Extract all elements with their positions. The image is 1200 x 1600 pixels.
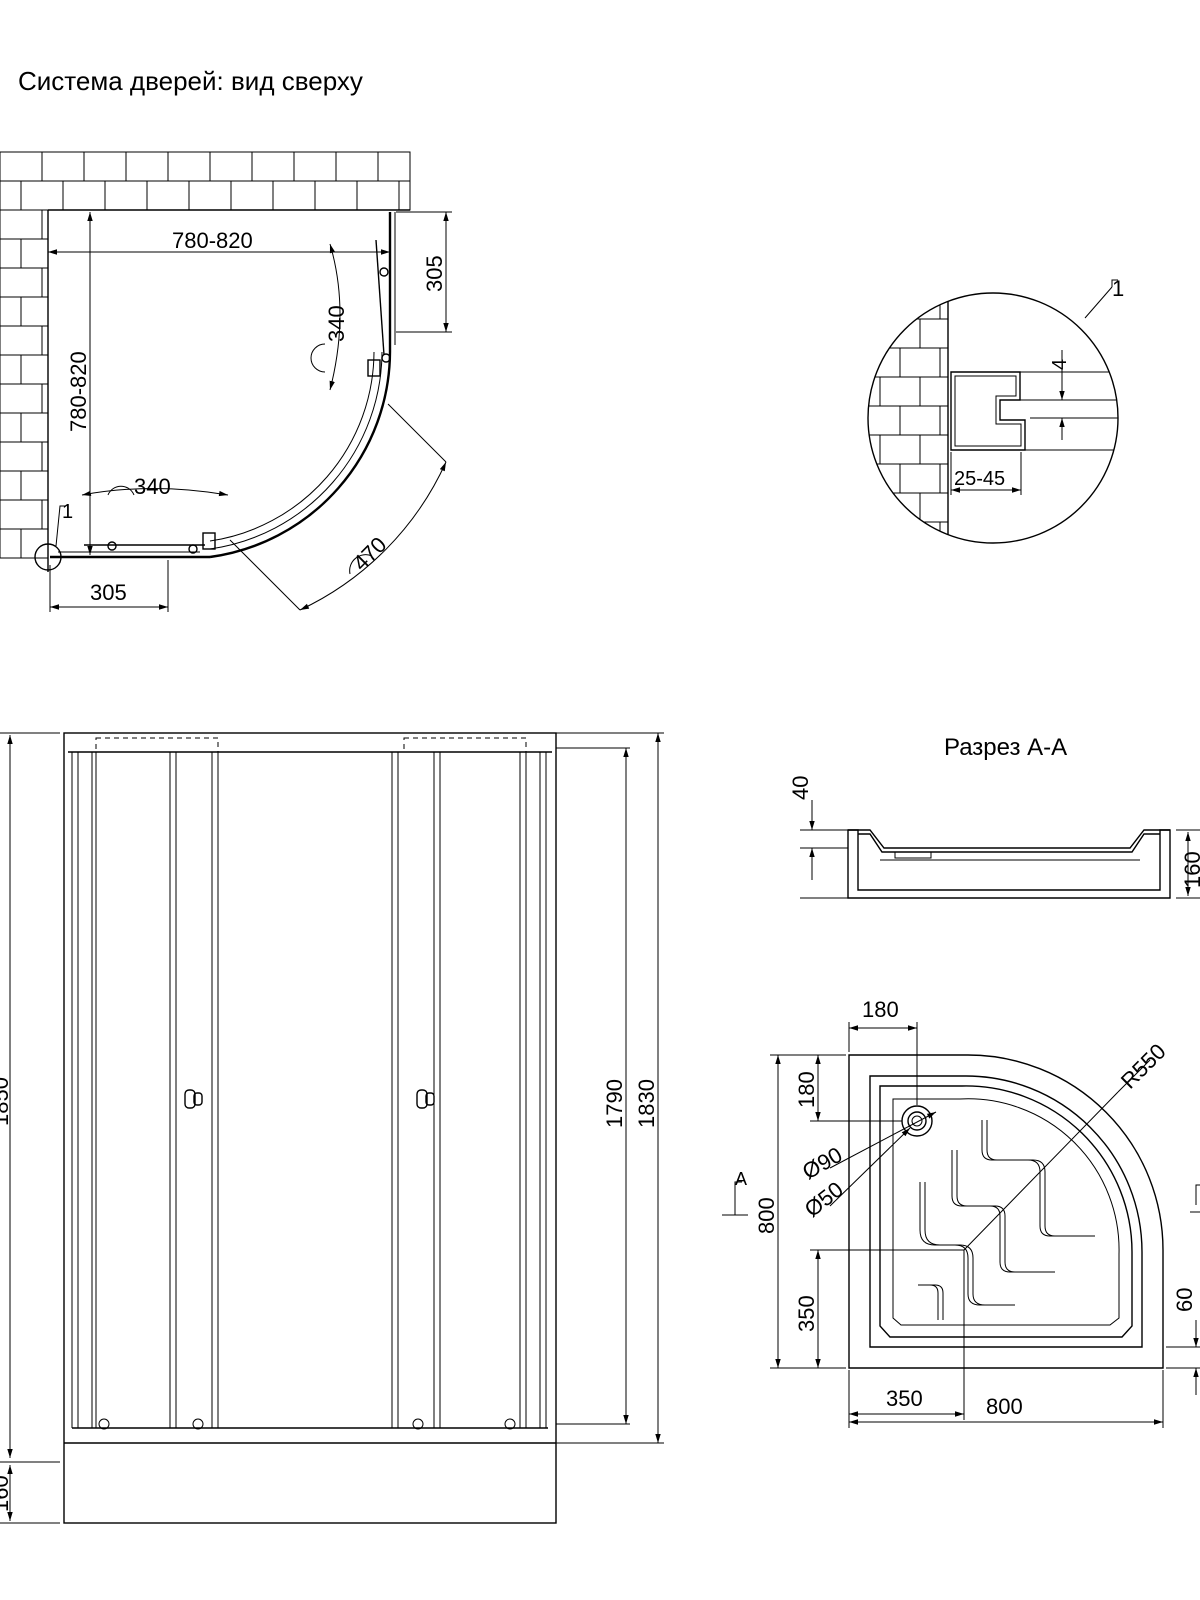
- depth-range-label: 780-820: [66, 351, 91, 432]
- profile-range-label: 25-45: [954, 468, 1005, 490]
- bottom-fixed-label: 305: [90, 580, 127, 605]
- rim-width-label: 60: [1172, 1288, 1197, 1312]
- top-view-plan: 780-820 780-820 305 305 340 340 470 1: [0, 151, 452, 612]
- straight-y-label: 350: [794, 1295, 819, 1332]
- glass-height-label: 1790: [602, 1079, 627, 1128]
- brick-wall-icon: [0, 151, 411, 559]
- top-callout-label: 1: [62, 501, 73, 523]
- radius-label: R550: [1116, 1039, 1171, 1094]
- tray-section: 40 160: [788, 776, 1200, 899]
- width-range-label: 780-820: [172, 228, 253, 253]
- arc-width-label: 470: [348, 532, 392, 576]
- door-opening-right-label: 340: [324, 305, 349, 342]
- tray-plan: R550 Ø90 Ø50 180 180 800 350 350 800: [722, 997, 1200, 1428]
- gap-label: 4: [1049, 359, 1071, 370]
- section-tray-height-label: 160: [1180, 851, 1200, 888]
- top-view-title: Система дверей: вид сверху: [18, 66, 363, 96]
- detail-callout-label: 1: [1112, 276, 1124, 301]
- brick-wall-icon: [868, 293, 949, 543]
- section-mark-label: A: [735, 1169, 747, 1189]
- handle-icon: [416, 1089, 435, 1109]
- panel-height-label: 1830: [634, 1079, 659, 1128]
- depth-label: 800: [754, 1197, 779, 1234]
- right-fixed-label: 305: [422, 255, 447, 292]
- drain-inner-label: Ø50: [800, 1177, 848, 1222]
- rim-label: 40: [788, 776, 813, 800]
- drain-outer-label: Ø90: [798, 1142, 847, 1184]
- door-opening-bottom-label: 340: [134, 474, 171, 499]
- total-height-label: 1850: [0, 1077, 13, 1126]
- width-label: 800: [986, 1394, 1023, 1419]
- profile-detail: 4 25-45 1: [867, 276, 1124, 544]
- drain-offset-x-label: 180: [862, 997, 899, 1022]
- drain-offset-y-label: 180: [794, 1071, 819, 1108]
- front-tray-height-label: 160: [0, 1475, 13, 1512]
- straight-x-label: 350: [886, 1386, 923, 1411]
- front-view-elevation: 1790 1830 1850 160: [0, 732, 664, 1524]
- handle-icon: [184, 1089, 203, 1109]
- section-title: Разрез A-A: [944, 734, 1068, 761]
